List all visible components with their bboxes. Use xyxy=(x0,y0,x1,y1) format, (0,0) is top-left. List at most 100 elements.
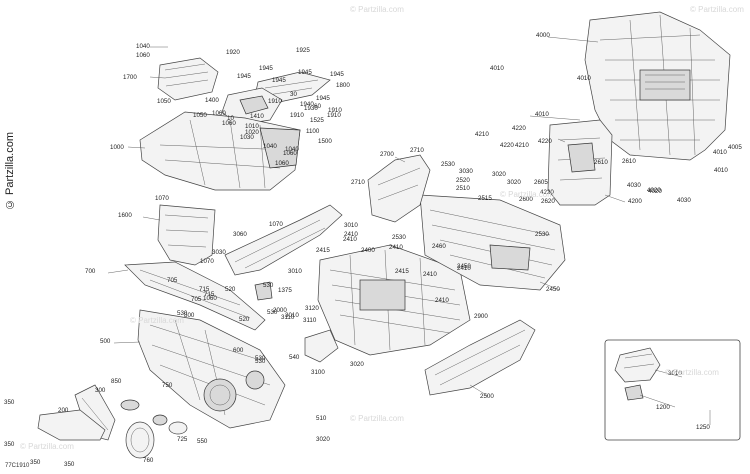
part-callout-label: 550 xyxy=(197,438,208,445)
part-callout-label: 2520 xyxy=(456,177,470,184)
part-callout-label: 4010 xyxy=(713,149,727,156)
part-callout-label: 1060 xyxy=(283,150,297,157)
part-callout-label: 1945 xyxy=(316,95,330,102)
part-callout-label: 4220 xyxy=(540,189,554,196)
part-callout-label: 3020 xyxy=(316,436,330,443)
part-callout-label: 2415 xyxy=(395,268,409,275)
part-callout-label: 1945 xyxy=(298,69,312,76)
part-callout-label: 4005 xyxy=(728,144,742,151)
part-callout-label: 3020 xyxy=(492,171,506,178)
part-callout-label: 1060 xyxy=(275,160,289,167)
part-callout-label: 2510 xyxy=(456,185,470,192)
intake-cowl xyxy=(139,111,301,191)
part-callout-label: 2530 xyxy=(535,231,549,238)
part-callout-label: 2710 xyxy=(351,179,365,186)
storage-bin xyxy=(157,204,216,266)
part-callout-label: 1070 xyxy=(155,195,169,202)
part-callout-label: 2410 xyxy=(389,244,403,251)
part-callout-label: 1040 xyxy=(136,43,150,50)
part-callout-label: 3110 xyxy=(281,314,295,321)
part-callout-label: 1800 xyxy=(336,82,350,89)
watermark-side: © Partzilla.com xyxy=(4,131,16,210)
part-callout-label: 1375 xyxy=(278,287,292,294)
part-callout-label: 1945 xyxy=(237,73,251,80)
part-callout-label: 530 xyxy=(267,309,278,316)
part-callout-label: 1940 xyxy=(300,101,314,108)
part-callout-label: 1000 xyxy=(110,144,124,151)
part-callout-label: 2460 xyxy=(432,243,446,250)
airbox-cover xyxy=(157,57,219,101)
part-callout-label: 540 xyxy=(289,354,300,361)
part-callout-label: 4200 xyxy=(628,198,642,205)
part-callout-label: 4010 xyxy=(714,167,728,174)
part-callout-label: 3020 xyxy=(507,179,521,186)
part-callout-label: 1925 xyxy=(296,47,310,54)
part-callout-label: 1070 xyxy=(200,258,214,265)
part-callout-label: 200 xyxy=(58,407,69,414)
dashboard-main xyxy=(137,309,286,429)
part-callout-label: 4010 xyxy=(577,75,591,82)
part-callout-label: 4210 xyxy=(475,131,489,138)
part-callout-label: 350 xyxy=(30,459,41,466)
part-callout-label: 1010 xyxy=(245,123,259,130)
part-callout-label: 1070 xyxy=(269,221,283,228)
part-callout-label: 2515 xyxy=(478,195,492,202)
part-callout-label: 2600 xyxy=(519,196,533,203)
part-callout-label: 1945 xyxy=(330,71,344,78)
bracket-3100 xyxy=(304,329,339,363)
part-callout-label: 4220 xyxy=(500,142,514,149)
faint-watermark: © Partzilla.com xyxy=(350,5,404,14)
part-callout-label: 3030 xyxy=(459,168,473,175)
part-callout-label: 1100 xyxy=(306,128,320,135)
part-callout-label: 350 xyxy=(4,399,15,406)
part-callout-label: 1600 xyxy=(118,212,132,219)
part-callout-label: 4010 xyxy=(490,65,504,72)
part-callout-label: 350 xyxy=(64,461,75,468)
part-callout-label: 750 xyxy=(162,382,173,389)
part-callout-label: 4000 xyxy=(536,32,550,39)
dash-upper-panel xyxy=(124,261,266,331)
part-callout-label: 1945 xyxy=(259,65,273,72)
part-callout-label: 520 xyxy=(225,286,236,293)
part-callout-label: 3010 xyxy=(288,268,302,275)
faint-watermark: © Partzilla.com xyxy=(690,5,744,14)
rear-floor-pan xyxy=(419,194,566,291)
part-callout-label: 1060 xyxy=(222,120,236,127)
part-callout-label: 600 xyxy=(233,347,244,354)
part-callout-label: 510 xyxy=(316,415,327,422)
part-callout-label: 2610 xyxy=(622,158,636,165)
part-callout-label: 3110 xyxy=(303,317,317,324)
part-callout-label: 2610 xyxy=(594,159,608,166)
part-callout-label: 1040 xyxy=(285,146,299,153)
part-callout-label: 2620 xyxy=(541,198,555,205)
part-callout-label: 1050 xyxy=(193,112,207,119)
part-callout-label: 715 xyxy=(204,291,215,298)
steering-components xyxy=(37,384,188,459)
inset-detail-box xyxy=(604,339,741,441)
part-callout-label: 2410 xyxy=(435,297,449,304)
part-callout-label: 3020 xyxy=(350,361,364,368)
small-bracket-2000 xyxy=(254,281,273,301)
part-callout-label: 2900 xyxy=(474,313,488,320)
part-callout-label: 1910 xyxy=(328,107,342,114)
part-callout-label: 2530 xyxy=(392,234,406,241)
part-callout-label: 1050 xyxy=(157,98,171,105)
part-callout-label: 3030 xyxy=(212,249,226,256)
part-callout-label: 4220 xyxy=(512,125,526,132)
part-callout-label: 300 xyxy=(95,387,106,394)
part-callout-label: 2410 xyxy=(457,265,471,272)
part-callout-label: 1700 xyxy=(123,74,137,81)
part-callout-label: 2700 xyxy=(380,151,394,158)
part-callout-label: 1500 xyxy=(318,138,332,145)
part-callout-label: 1910 xyxy=(290,112,304,119)
part-callout-label: 3010 xyxy=(285,312,299,319)
part-callout-label: 30 xyxy=(290,91,297,98)
part-callout-label: 725 xyxy=(177,436,188,443)
part-callout-label: 4020 xyxy=(648,188,662,195)
part-callout-label: 715 xyxy=(199,286,210,293)
part-callout-label: 2450 xyxy=(457,263,471,270)
faint-watermark: © Partzilla.com xyxy=(665,368,719,377)
part-callout-label: 4010 xyxy=(535,111,549,118)
